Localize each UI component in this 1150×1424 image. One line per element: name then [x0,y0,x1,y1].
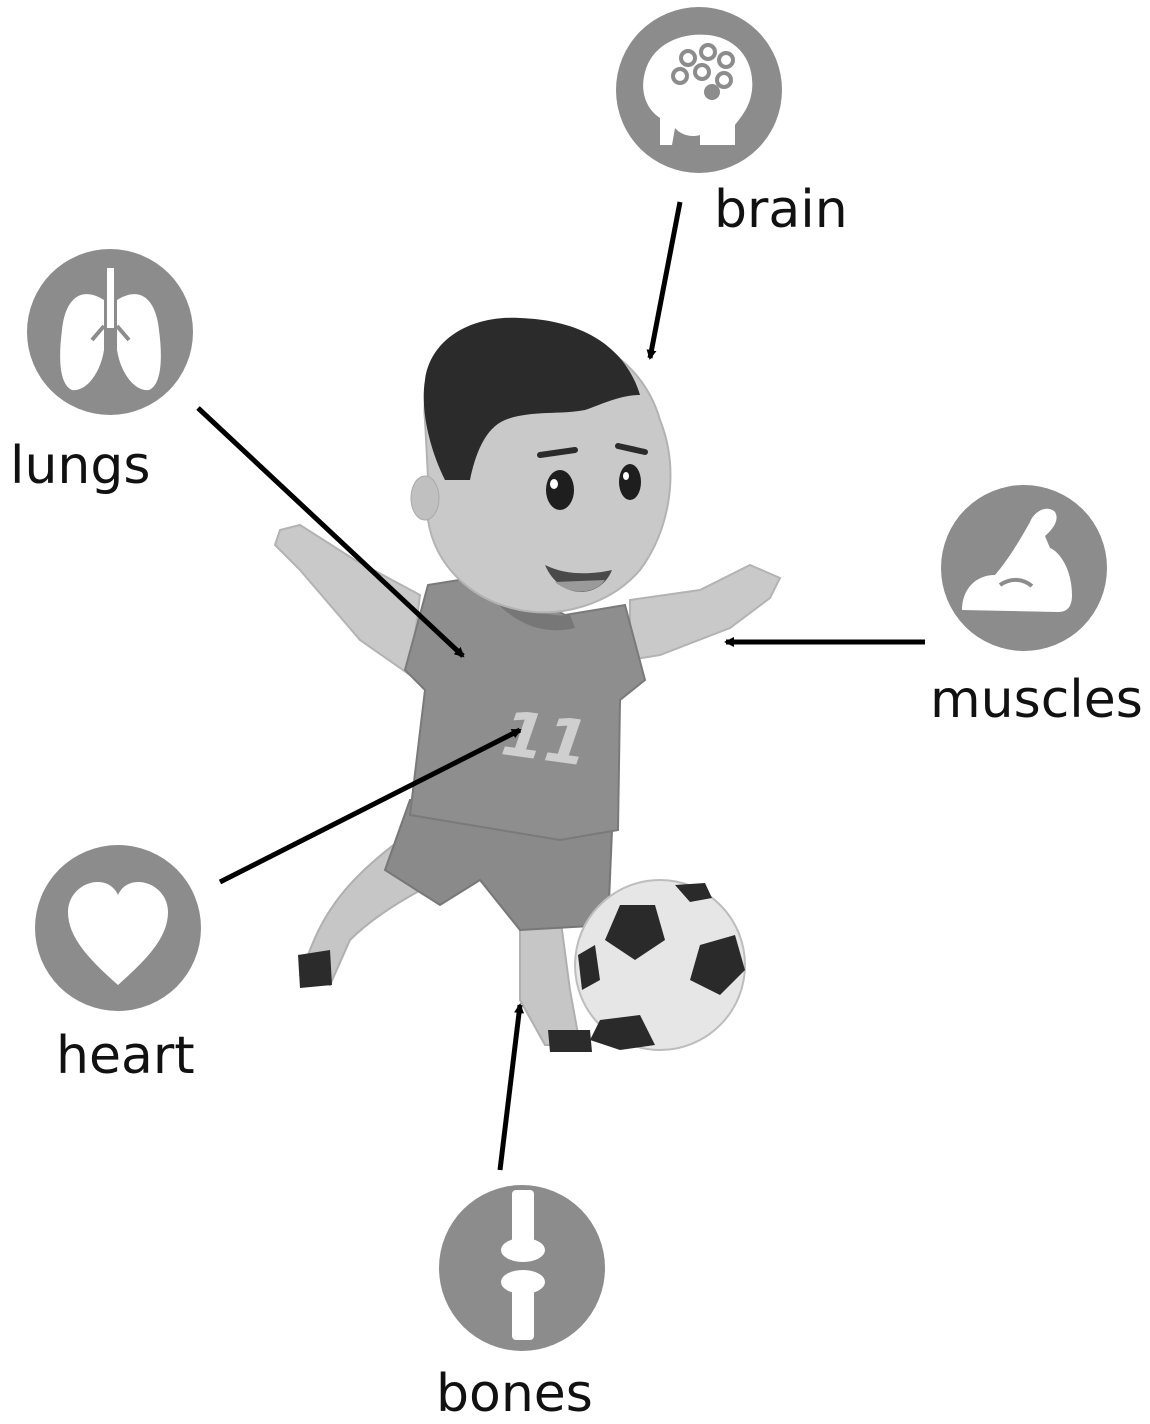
ear [411,476,439,520]
label-heart: heart [56,1030,195,1082]
label-muscles: muscles [930,674,1143,726]
arrow-brain [650,202,680,358]
heart-icon [35,845,201,1011]
right-arm [630,565,780,660]
left-eye [546,470,574,510]
arrow-bones [500,1005,520,1170]
lungs-icon [27,249,193,415]
right-eye [619,464,641,500]
soccer-ball [575,880,745,1050]
jersey-number: 11 [497,696,593,780]
bone-joint-icon [439,1185,605,1351]
label-bones: bones [436,1368,593,1420]
label-lungs: lungs [10,440,150,492]
label-brain: brain [714,184,848,236]
back-shoe [298,950,332,988]
arrow-lungs [198,408,463,656]
brain-icon [616,7,782,173]
front-shoe [548,1030,592,1052]
flexed-arm-icon [941,485,1107,651]
